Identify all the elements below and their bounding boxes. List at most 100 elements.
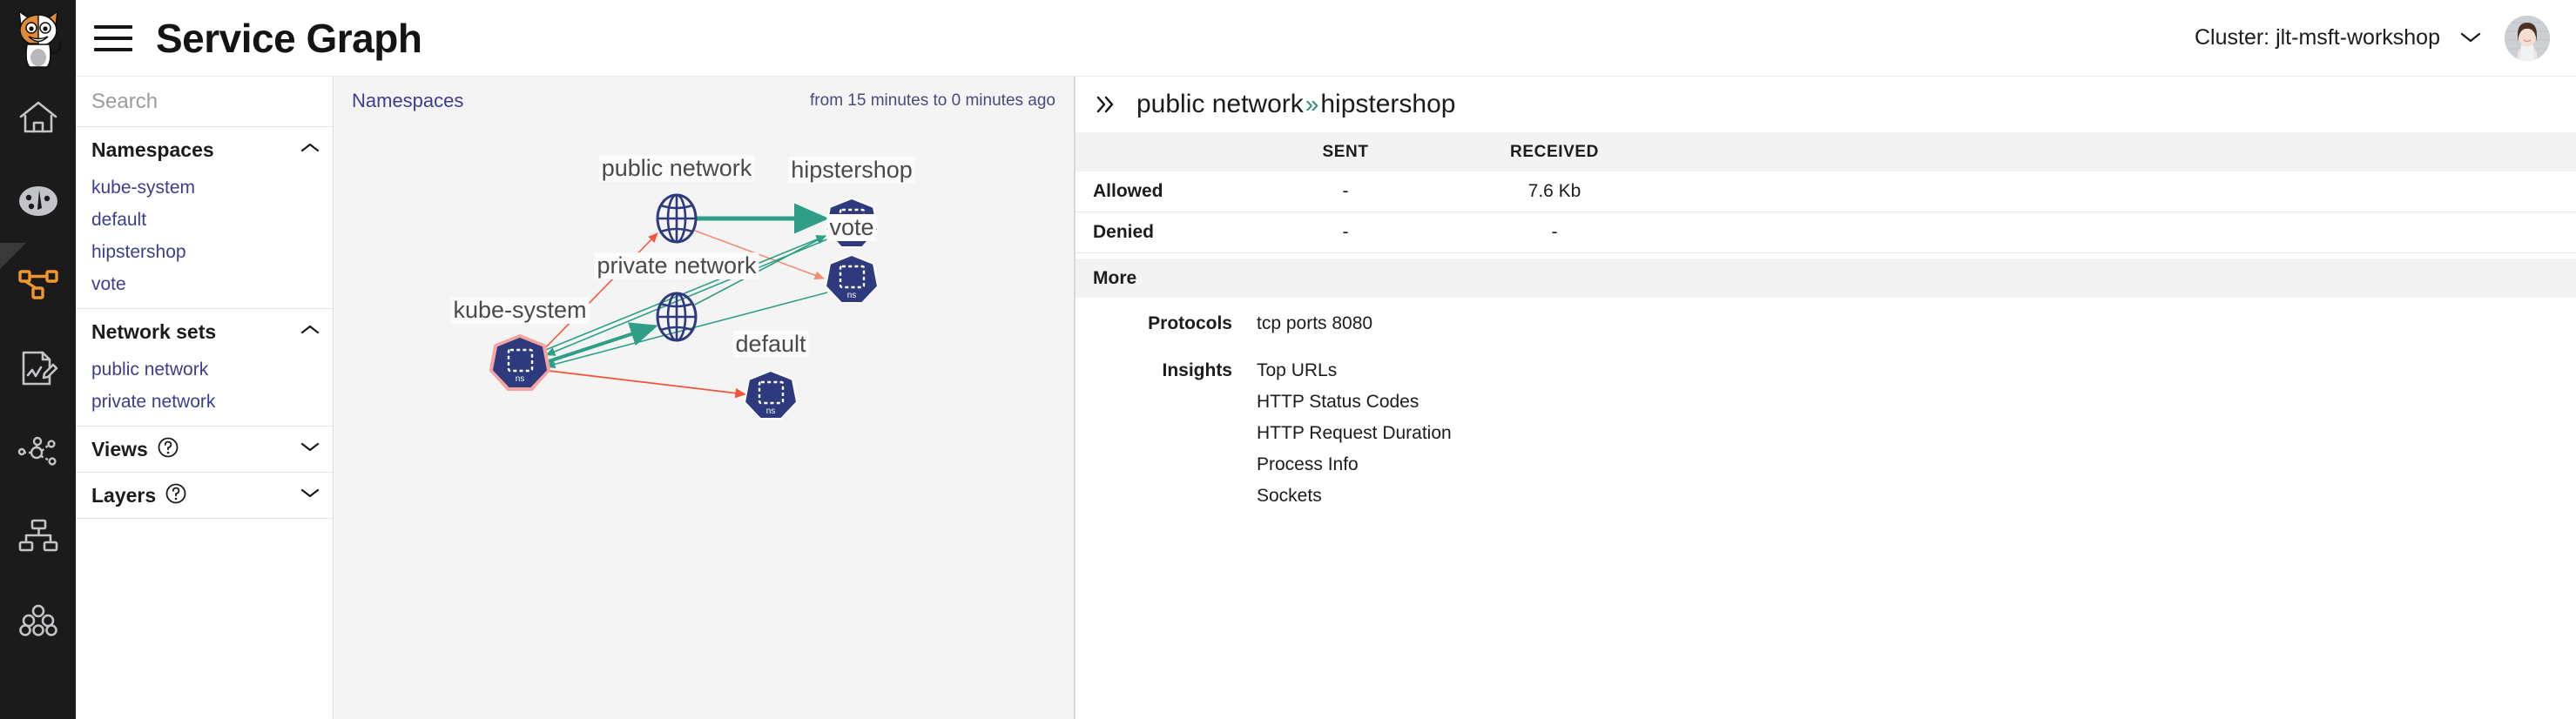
- network-topology-icon: [17, 434, 59, 469]
- section-views: Views: [76, 427, 333, 473]
- row-value-allowed-sent: -: [1342, 181, 1349, 201]
- namespace-link-kube-system[interactable]: kube-system: [91, 178, 196, 198]
- row-value-denied-received: -: [1551, 222, 1558, 242]
- double-chevron-right-icon: »: [1305, 91, 1319, 118]
- help-circle-icon[interactable]: [157, 436, 179, 463]
- nodes-hierarchy-icon: [17, 519, 59, 552]
- edge-kube-system-default: [541, 369, 746, 399]
- graph-nodes: ns ns ns ns: [489, 193, 880, 420]
- cluster-selector[interactable]: Cluster: jlt-msft-workshop: [2195, 25, 2482, 50]
- protocols-value: tcp ports 8080: [1257, 313, 1373, 333]
- graph-node-kube-system: ns: [489, 333, 551, 391]
- expand-right-icon[interactable]: [1093, 93, 1117, 116]
- left-nav-rail: [0, 0, 76, 719]
- namespace-link-hipstershop[interactable]: hipstershop: [91, 242, 186, 262]
- graph-node-private-network: [656, 292, 698, 342]
- time-range-label[interactable]: from 15 minutes to 0 minutes ago: [810, 91, 1055, 110]
- avatar[interactable]: [2505, 15, 2550, 61]
- row-value-allowed-received: 7.6 Kb: [1527, 181, 1581, 201]
- networkset-link-private-network[interactable]: private network: [91, 392, 216, 412]
- sidebar-item-clusters[interactable]: [0, 577, 76, 661]
- section-title: Namespaces: [91, 138, 214, 161]
- section-header-namespaces[interactable]: Namespaces: [76, 127, 333, 172]
- edge-private-network-hipstershop: [694, 235, 826, 306]
- service-graph[interactable]: ns ns ns ns public network: [334, 77, 1075, 719]
- section-body-namespaces: kube-system default hipstershop vote: [76, 172, 333, 308]
- column-header-received: RECEIVED: [1510, 142, 1599, 161]
- section-header-network-sets[interactable]: Network sets: [76, 309, 333, 354]
- chevron-down-icon[interactable]: [300, 487, 320, 504]
- section-layers: Layers: [76, 473, 333, 519]
- table-row: Allowed - 7.6 Kb: [1076, 171, 2576, 212]
- breadcrumb[interactable]: Namespaces: [352, 90, 464, 111]
- section-title: Views: [91, 437, 148, 460]
- protocols-label: Protocols: [1148, 313, 1232, 333]
- chevron-up-icon[interactable]: [300, 141, 320, 158]
- left-filter-panel: Namespaces kube-system default hipstersh…: [76, 77, 334, 719]
- section-title: Layers: [91, 483, 157, 507]
- top-bar-right: Cluster: jlt-msft-workshop: [2195, 15, 2550, 61]
- section-header-views[interactable]: Views: [76, 427, 333, 472]
- sidebar-item-nodes[interactable]: [0, 494, 76, 577]
- service-graph-icon: [17, 267, 59, 302]
- sidebar-item-home[interactable]: [0, 76, 76, 159]
- search-input[interactable]: [91, 89, 333, 114]
- section-title: Network sets: [91, 319, 217, 343]
- policy-document-icon: [18, 349, 58, 387]
- section-network-sets: Network sets public network private netw…: [76, 309, 333, 427]
- insights-row: Insights Top URLs HTTP Status Codes HTTP…: [1076, 345, 2576, 517]
- sidebar-item-policies[interactable]: [0, 326, 76, 410]
- calico-cat-logo[interactable]: [0, 0, 76, 76]
- details-title-target[interactable]: hipstershop: [1320, 90, 1456, 118]
- hamburger-menu-icon[interactable]: [90, 15, 137, 62]
- row-label-allowed: Allowed: [1093, 181, 1163, 201]
- protocols-row: Protocols tcp ports 8080: [1076, 298, 2576, 345]
- section-namespaces: Namespaces kube-system default hipstersh…: [76, 127, 333, 309]
- row-label-denied: Denied: [1093, 222, 1155, 242]
- top-bar: Service Graph Cluster: jlt-msft-workshop: [76, 0, 2576, 77]
- dashboard-icon: [18, 184, 58, 218]
- details-title: public network » hipstershop: [1136, 90, 1455, 119]
- edge-kube-system-private-network: [543, 322, 658, 365]
- edge-kube-system-hipstershop: [543, 235, 826, 352]
- insights-label: Insights: [1162, 360, 1232, 380]
- table-row: Denied - -: [1076, 212, 2576, 253]
- chevron-up-icon[interactable]: [300, 323, 320, 340]
- cluster-label: Cluster: jlt-msft-workshop: [2195, 25, 2440, 50]
- insight-sockets[interactable]: Sockets: [1257, 486, 1322, 506]
- home-icon: [18, 99, 58, 136]
- insight-http-request-duration[interactable]: HTTP Request Duration: [1257, 423, 1452, 443]
- section-header-layers[interactable]: Layers: [76, 473, 333, 518]
- details-panel: public network » hipstershop SENT RECEIV…: [1075, 77, 2576, 719]
- more-section-header[interactable]: More: [1076, 259, 2576, 298]
- details-title-source[interactable]: public network: [1136, 90, 1304, 118]
- insight-process-info[interactable]: Process Info: [1257, 454, 1359, 474]
- svg-text:ns: ns: [847, 234, 857, 244]
- namespace-link-vote[interactable]: vote: [91, 274, 126, 294]
- row-value-denied-sent: -: [1342, 222, 1349, 242]
- sidebar-item-service-graph[interactable]: [0, 243, 76, 326]
- graph-toolbar: Namespaces from 15 minutes to 0 minutes …: [334, 77, 1075, 125]
- details-header: public network » hipstershop: [1076, 77, 2576, 132]
- chevron-down-icon[interactable]: [300, 440, 320, 458]
- sidebar-item-network-sets[interactable]: [0, 410, 76, 494]
- svg-text:ns: ns: [766, 407, 776, 416]
- graph-node-vote: ns: [824, 253, 880, 304]
- edge-public-network-vote: [694, 230, 825, 280]
- insight-top-urls[interactable]: Top URLs: [1257, 360, 1338, 380]
- search-row: [76, 77, 333, 127]
- insight-http-status-codes[interactable]: HTTP Status Codes: [1257, 392, 1419, 412]
- help-circle-icon[interactable]: [165, 482, 187, 509]
- namespace-link-default[interactable]: default: [91, 210, 147, 230]
- more-label: More: [1093, 267, 1137, 288]
- svg-text:ns: ns: [847, 291, 857, 300]
- sidebar-item-dashboard[interactable]: [0, 159, 76, 243]
- clusters-icon: [17, 601, 59, 636]
- column-header-sent: SENT: [1322, 142, 1369, 161]
- graph-node-hipstershop: ns: [824, 197, 880, 248]
- section-body-network-sets: public network private network: [76, 354, 333, 426]
- chevron-down-icon: [2459, 25, 2482, 50]
- edge-kube-system-public-network: [539, 232, 658, 354]
- graph-node-default: ns: [743, 369, 799, 420]
- networkset-link-public-network[interactable]: public network: [91, 360, 209, 380]
